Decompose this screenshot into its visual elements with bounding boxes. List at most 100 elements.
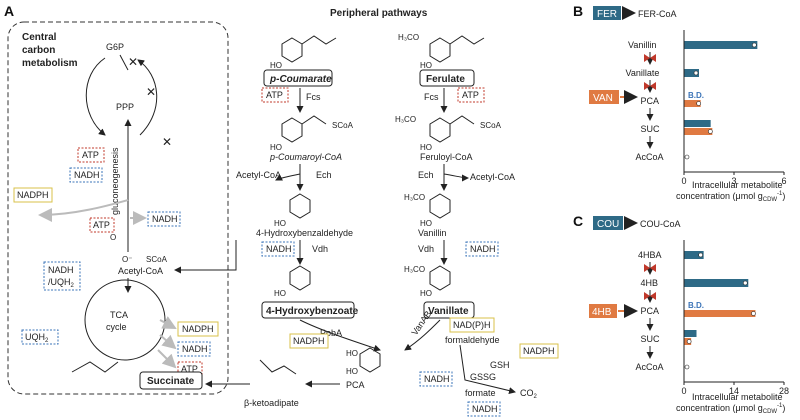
- central-scoa-label: SCoA: [146, 255, 168, 264]
- bar-blue-4hba: [684, 251, 704, 259]
- hb-input-label: 4HB: [592, 307, 612, 318]
- atp-box-2: ATP: [93, 220, 110, 230]
- fer-input-label: FER: [597, 9, 617, 20]
- central-metabolism-box: [7, 21, 229, 395]
- x-tick-label: 3: [732, 176, 737, 186]
- panel-a-label: A: [4, 3, 14, 19]
- pathway-node-pca: PCA: [641, 306, 660, 316]
- pathway-node-4hb: 4HB: [641, 278, 659, 288]
- point-orange-suc: [708, 129, 713, 134]
- fer-input-box: [593, 6, 621, 20]
- central-title-3: metabolism: [22, 58, 78, 69]
- hba-name: 4-Hydroxybenzaldehyde: [256, 228, 353, 238]
- peripheral-title: Peripheral pathways: [330, 8, 428, 19]
- point-blue-4hba: [698, 252, 703, 258]
- vanillate-box: Vanillate: [428, 306, 469, 317]
- vanab-label: VanAB: [409, 309, 433, 337]
- pcoumarate-ring: [281, 37, 303, 63]
- acetylcoa-left: Acetyl-CoA: [236, 170, 281, 180]
- ferulate-ho: HO: [420, 61, 432, 70]
- bar-orange-pca: [684, 100, 701, 107]
- hb-input-box: [589, 304, 617, 318]
- b-xlabel-2: concentration (μmol gCDW-1): [676, 191, 785, 203]
- nadh-box-1: NADH: [74, 170, 100, 180]
- pathway-node-accoa: AcCoA: [636, 362, 664, 372]
- central-title-1: Central: [22, 32, 57, 43]
- central-acetylcoa-label: Acetyl-CoA: [118, 266, 163, 276]
- feruloylcoa-ho: HO: [420, 143, 432, 152]
- pathway-node-pca: PCA: [641, 96, 660, 106]
- feruloylcoa-label: Feruloyl-CoA: [420, 152, 473, 162]
- pca-ho-1: HO: [346, 349, 358, 358]
- c-xlabel-2: concentration (μmol gCDW-1): [676, 403, 785, 415]
- pcoumarate-box: p-Coumarate: [269, 74, 332, 85]
- pathway-node-suc: SUC: [641, 334, 661, 344]
- point-orange-suc: [686, 339, 692, 344]
- ech-right: Ech: [418, 170, 434, 180]
- fcs-right: Fcs: [424, 92, 439, 102]
- bar-orange-pca: [684, 310, 756, 317]
- nadh-bottom2-box: NADH: [472, 404, 498, 414]
- fcs-left: Fcs: [306, 92, 321, 102]
- ferulate-box: Ferulate: [426, 74, 465, 85]
- bar-blue-vanillin: [684, 41, 758, 49]
- x-tick-label: 14: [729, 386, 739, 396]
- co2-label: CO2: [520, 388, 538, 400]
- x-tick-label: 6: [782, 176, 787, 186]
- panel-c-label: C: [573, 213, 583, 229]
- vanillate-ho: HO: [420, 289, 432, 298]
- ppp-label: PPP: [116, 102, 134, 112]
- pathway-node-4hba: 4HBA: [638, 250, 662, 260]
- bar-blue-suc: [684, 330, 697, 337]
- c-xlabel-1: Intracellular metabolite: [692, 392, 783, 402]
- vanillin-ho: HO: [420, 219, 432, 228]
- nadh-box-2: NADH: [152, 214, 178, 224]
- vanillin-name: Vanillin: [418, 228, 446, 238]
- nadph-left-box: NADPH: [293, 336, 325, 346]
- succinate-box: Succinate: [147, 376, 195, 387]
- point-blue-4hb: [742, 280, 748, 286]
- point-orange-pca: [696, 101, 701, 106]
- hbzoate-ho: HO: [274, 289, 286, 298]
- acetyl-o-minus: O⁻: [122, 255, 132, 264]
- ferulate-h3co: H₃CO: [398, 33, 419, 42]
- nadh-uqh2-box-l1: NADH: [48, 265, 74, 275]
- gluconeogenesis-label: gluconeogenesis: [110, 147, 120, 215]
- block-bowtie-icon: [644, 264, 656, 272]
- nadph-top-box: NAD(P)H: [453, 320, 491, 330]
- nadph-box-1: NADPH: [17, 190, 49, 200]
- uqh2-box: UQH2: [25, 332, 49, 344]
- atp-box-left: ATP: [266, 90, 283, 100]
- nadh-left: NADH: [266, 244, 292, 254]
- pathway-node-vanillin: Vanillin: [628, 40, 656, 50]
- coumaroylcoa-ho: HO: [270, 143, 282, 152]
- block-bowtie-icon: [644, 82, 656, 90]
- atp-box-1: ATP: [82, 150, 99, 160]
- cou-input-label: COU: [597, 219, 619, 230]
- bar-blue-4hb: [684, 279, 749, 287]
- point-zero-accoa: [684, 364, 690, 370]
- point-blue-vanillin: [752, 42, 757, 48]
- block-icon-1: ✕: [128, 55, 138, 69]
- fer-coa-label: FER-CoA: [638, 9, 677, 19]
- pca-label: PCA: [346, 380, 365, 390]
- hbzoate-box: 4-Hydroxybenzoate: [266, 306, 359, 317]
- gssg-label: GSSG: [470, 372, 496, 382]
- nadh-box-3: NADH: [182, 344, 208, 354]
- vdh-left: Vdh: [312, 244, 328, 254]
- acetylcoa-right: Acetyl-CoA: [470, 172, 515, 182]
- scoa-right: SCoA: [480, 121, 502, 130]
- pcoumarate-ho: HO: [270, 61, 282, 70]
- point-orange-pca: [751, 311, 756, 316]
- cou-input-box: [593, 216, 623, 230]
- formate-label: formate: [465, 388, 496, 398]
- b-xlabel-1: Intracellular metabolite: [692, 180, 783, 190]
- bd-label: B.D.: [688, 91, 704, 100]
- vdh-right: Vdh: [418, 244, 434, 254]
- pathway-node-suc: SUC: [641, 124, 661, 134]
- bar-blue-suc: [684, 120, 711, 127]
- atp-box-right: ATP: [462, 90, 479, 100]
